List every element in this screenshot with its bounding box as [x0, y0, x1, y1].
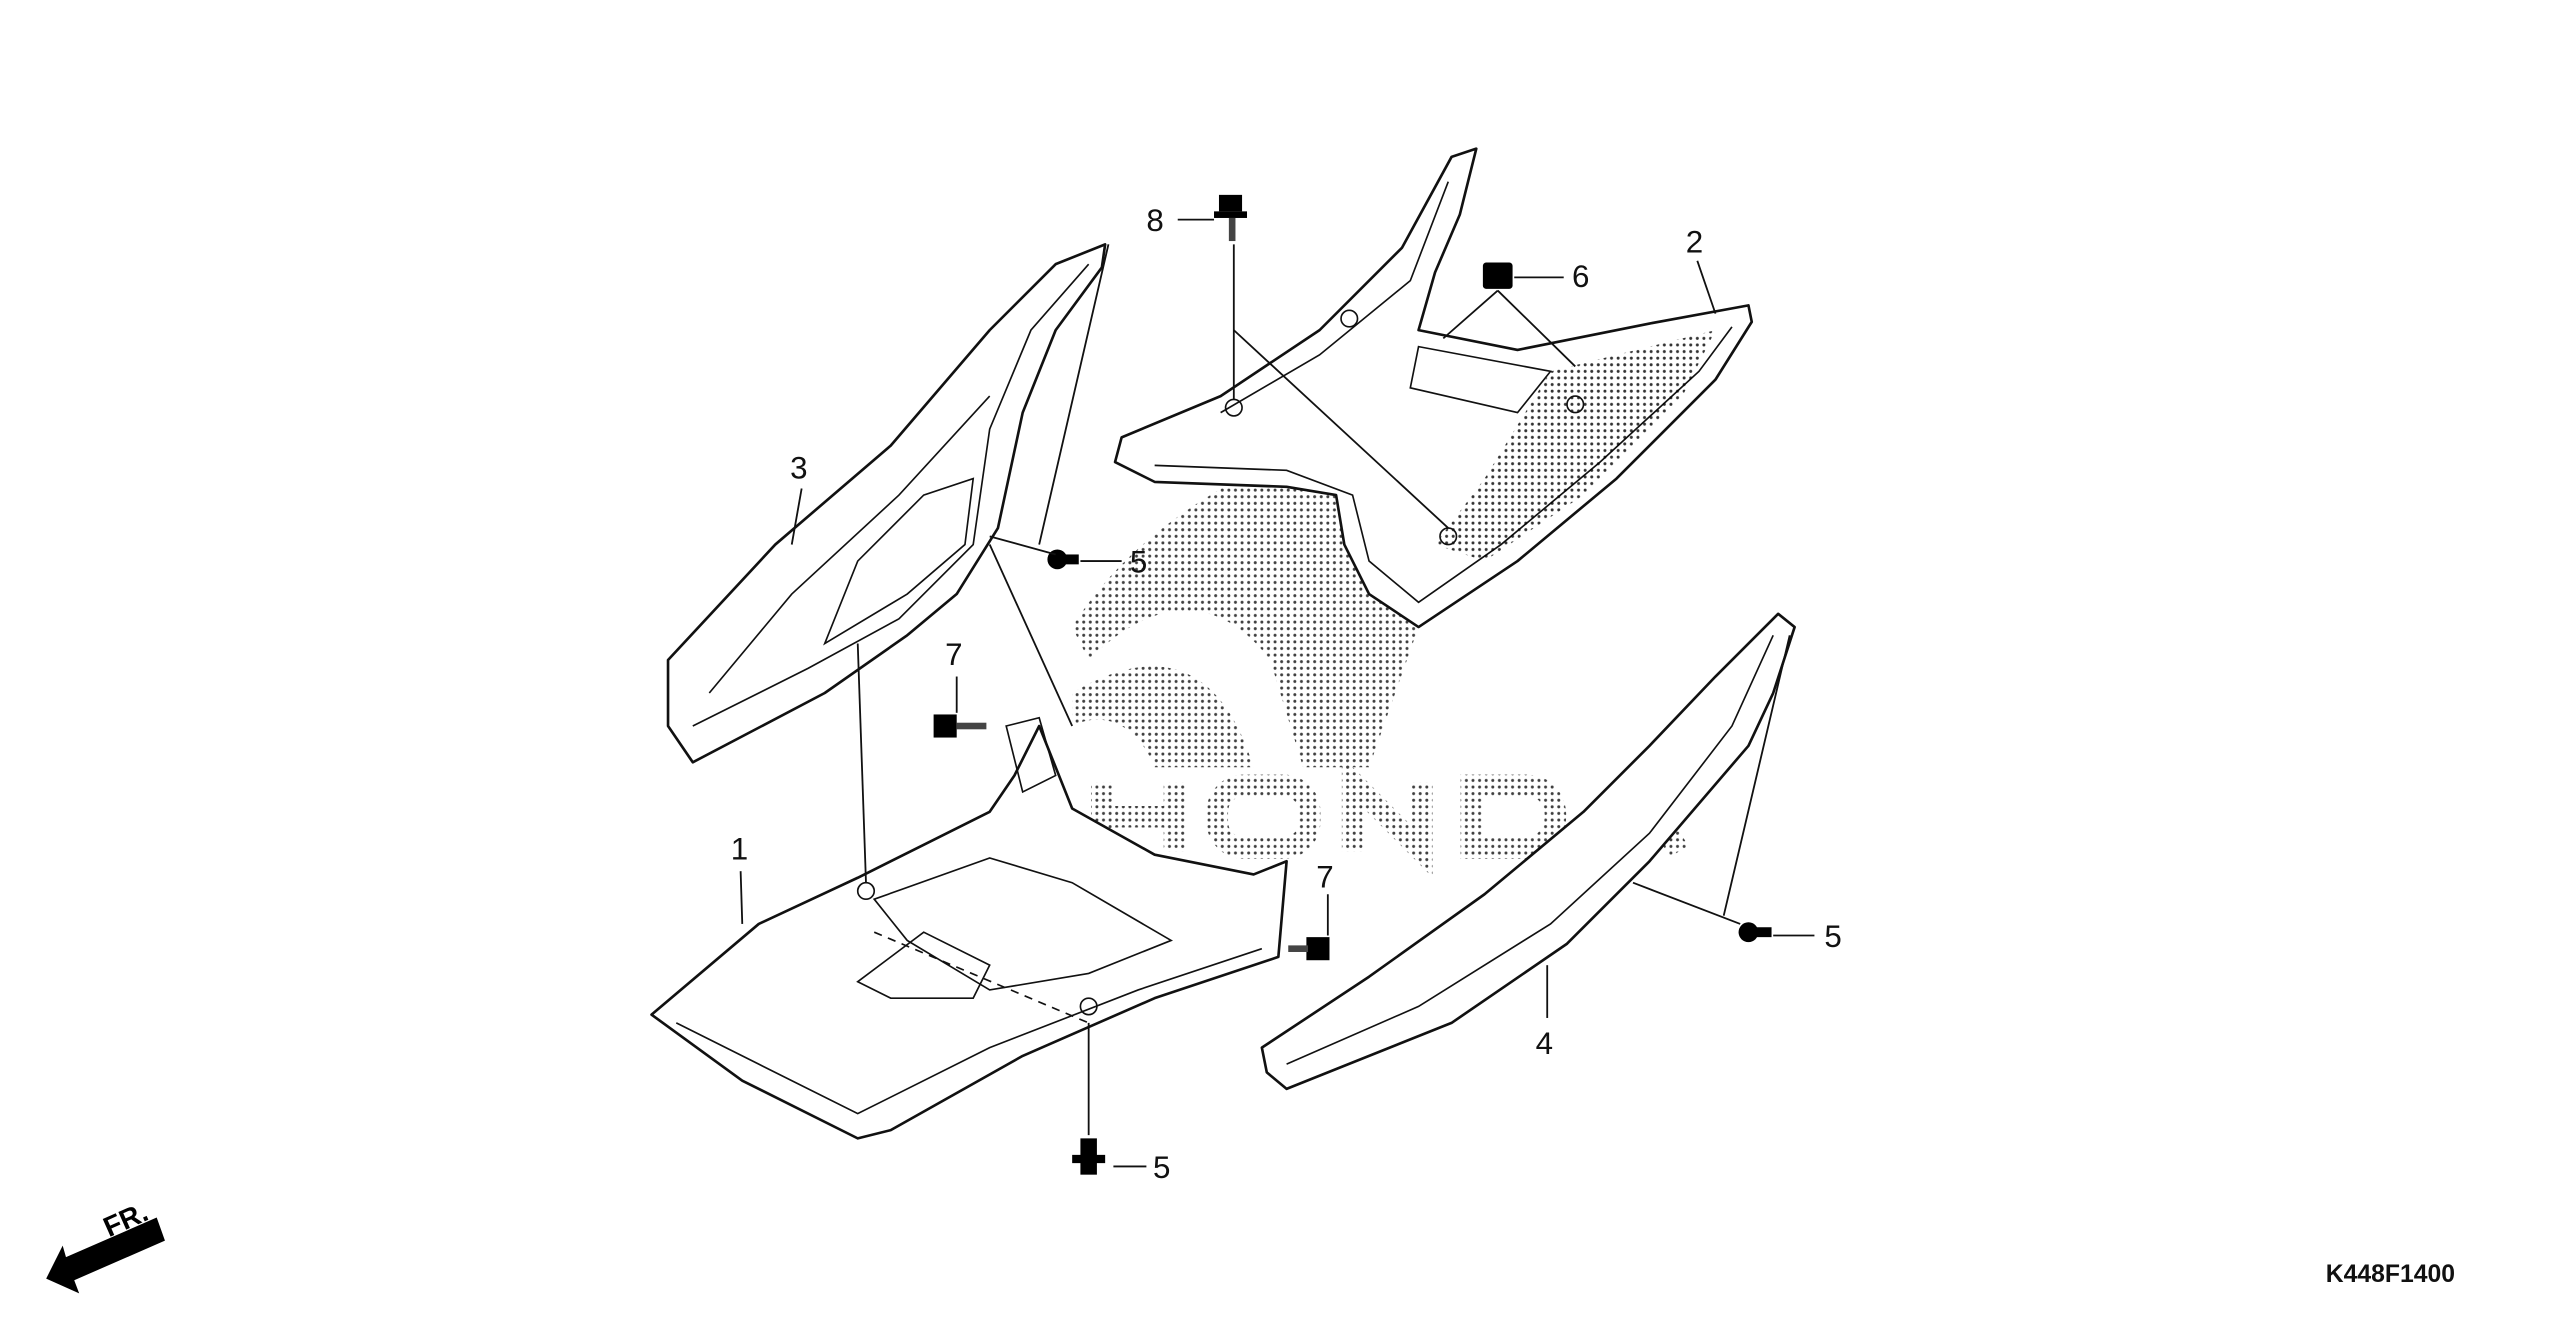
callout-3: 3	[790, 451, 807, 486]
part-3-left-side-cover	[666, 243, 1107, 764]
callout-4: 4	[1536, 1026, 1553, 1061]
clip-5-top-icon	[1047, 549, 1079, 570]
bolt-7-right-icon	[1288, 937, 1330, 961]
callout-5-right: 5	[1824, 919, 1841, 954]
bolt-7-top-icon	[933, 714, 987, 738]
clip-5-bottom-icon	[1072, 1138, 1106, 1175]
callout-5-bottom: 5	[1153, 1150, 1170, 1185]
clip-nut-6-icon	[1482, 262, 1513, 289]
callout-8: 8	[1146, 203, 1163, 238]
callout-1: 1	[731, 832, 748, 867]
callout-7-right: 7	[1316, 860, 1333, 895]
part-2-floor-panel	[1113, 147, 1754, 629]
callout-7-top: 7	[945, 637, 962, 672]
leader-lines	[739, 218, 1815, 1168]
clip-5-right-icon	[1738, 922, 1772, 943]
front-direction-arrow-icon	[46, 1217, 165, 1294]
callout-6: 6	[1572, 259, 1589, 294]
callout-5-top: 5	[1130, 545, 1147, 580]
part-1-under-cover	[650, 716, 1288, 1140]
callout-2: 2	[1686, 225, 1703, 260]
drawing-code: K448F1400	[2326, 1261, 2455, 1288]
bolt-8-icon	[1214, 194, 1248, 242]
